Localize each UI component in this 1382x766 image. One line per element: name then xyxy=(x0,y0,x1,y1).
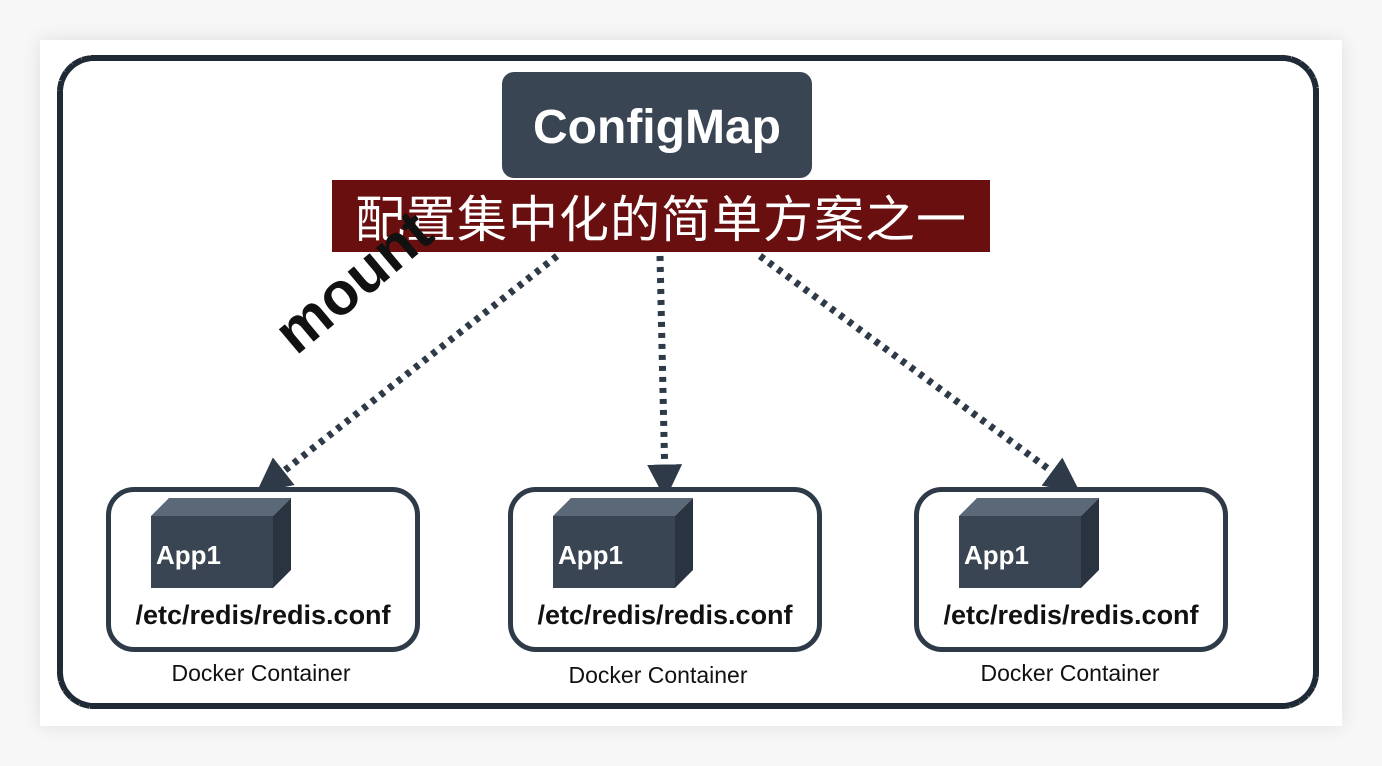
container-caption-2: Docker Container xyxy=(568,662,748,688)
docker-container-1: App1 /etc/redis/redis.conf xyxy=(106,487,420,652)
banner: 配置集中化的简单方案之一 xyxy=(332,180,990,252)
container-caption-1: Docker Container xyxy=(171,660,351,686)
dotted-boundary xyxy=(57,55,1319,709)
app-label: App1 xyxy=(156,540,221,570)
config-path: /etc/redis/redis.conf xyxy=(537,600,793,630)
config-path: /etc/redis/redis.conf xyxy=(135,600,391,630)
mount-arrow-right xyxy=(757,253,1081,493)
app-cube-icon xyxy=(553,498,693,588)
banner-text: 配置集中化的简单方案之一 xyxy=(355,191,967,249)
config-path: /etc/redis/redis.conf xyxy=(943,600,1199,630)
configmap-box: ConfigMap xyxy=(502,72,812,178)
container-caption-3: Docker Container xyxy=(980,660,1160,686)
app-label: App1 xyxy=(558,540,623,570)
docker-container-2: App1 /etc/redis/redis.conf xyxy=(508,487,822,652)
mount-arrow-middle xyxy=(647,255,683,500)
docker-container-3: App1 /etc/redis/redis.conf xyxy=(914,487,1228,652)
app-cube-icon xyxy=(959,498,1099,588)
app-cube-icon xyxy=(151,498,291,588)
app-label: App1 xyxy=(964,540,1029,570)
configmap-title: ConfigMap xyxy=(533,101,781,154)
